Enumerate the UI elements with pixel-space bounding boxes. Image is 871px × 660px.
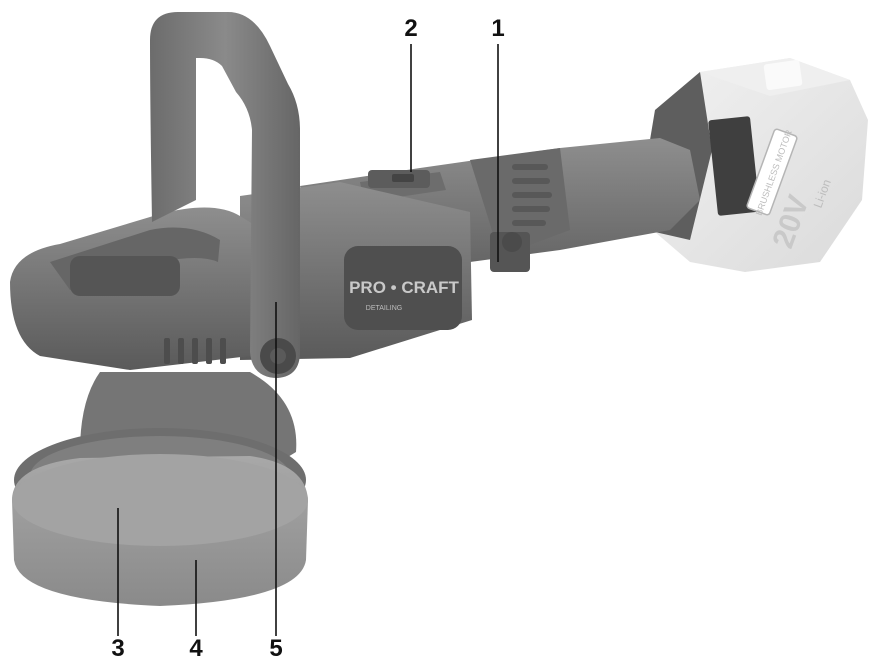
- battery-pack: BRUSHLESS MOTOR 20V Li-ion: [645, 58, 868, 272]
- lock-button[interactable]: [502, 232, 522, 252]
- auxiliary-handle[interactable]: [150, 12, 300, 378]
- battery-release-button[interactable]: [708, 116, 760, 216]
- callout-leaders: [117, 44, 499, 636]
- brand-sub-text: DETAILING: [366, 305, 402, 312]
- gear-head: [10, 207, 282, 370]
- callout-labels: 1 2 3 4 5: [111, 15, 504, 660]
- callout-5: 5: [269, 635, 282, 660]
- callout-1: 1: [491, 15, 504, 42]
- brand-logo-text: PRO • CRAFT: [349, 278, 459, 297]
- callout-4: 4: [189, 635, 203, 660]
- grip-texture-front: [70, 256, 180, 296]
- callout-2: 2: [404, 15, 417, 42]
- callout-3: 3: [111, 635, 124, 660]
- foam-pad: [12, 454, 308, 606]
- brand-plate: [344, 246, 462, 330]
